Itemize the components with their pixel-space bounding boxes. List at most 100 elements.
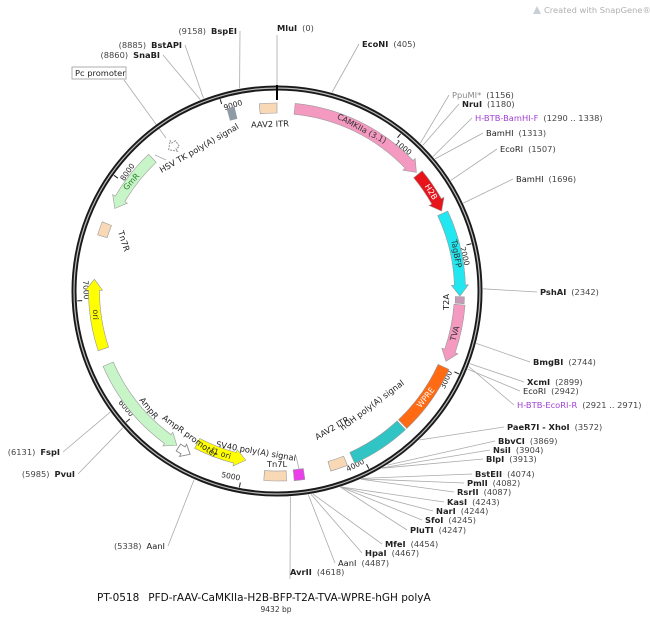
feature-label: Tn7L [266, 459, 288, 469]
feature-ori[interactable]: ori [84, 278, 109, 352]
site-position: (8885) [119, 40, 147, 50]
site-name: BamHI [516, 174, 544, 184]
feature-shape[interactable] [454, 296, 465, 305]
site-bamhi[interactable]: BamHI(1696) [516, 174, 576, 184]
site-pshai[interactable]: PshAI(2342) [540, 287, 599, 297]
tick-mark [397, 133, 401, 138]
site-leader-line [450, 148, 498, 181]
site-rsrii[interactable]: RsrII(4087) [457, 487, 511, 497]
site-pmli[interactable]: PmlI(4082) [467, 478, 520, 488]
site-name: AanI [338, 558, 356, 568]
site-name: H-BTB-BamHI-F [475, 113, 539, 123]
site-nrui[interactable]: NruI (1180) [462, 99, 515, 109]
feature-h2b[interactable]: H2B [413, 170, 445, 212]
site-h-btb-bamhi-f[interactable]: H-BTB-BamHI-F(1290 .. 1338) [475, 113, 603, 123]
feature-shape[interactable] [258, 102, 278, 115]
site-fspi[interactable]: (6131)FspI [8, 447, 60, 457]
site-avrii[interactable]: AvrII(4618) [290, 567, 344, 577]
feature-pc-promoter[interactable]: Pc promoter [71, 66, 180, 152]
feature-shape[interactable] [441, 303, 466, 362]
site-xcmi[interactable]: XcmI(2899) [527, 377, 583, 387]
site-sfoi[interactable]: SfoI(4245) [425, 515, 476, 525]
feature-shape[interactable] [413, 170, 445, 212]
site-leader-line [468, 366, 515, 406]
feature-tn7l[interactable]: Tn7L [263, 459, 288, 482]
feature-shape[interactable] [175, 443, 191, 458]
site-leader-line [387, 440, 496, 466]
site-bmgbi[interactable]: BmgBI(2744) [533, 357, 596, 367]
site-position: (4082) [493, 478, 521, 488]
feature-aav2-itr[interactable]: AAV2 ITR [251, 102, 289, 130]
feature-shape[interactable] [437, 210, 470, 297]
feature-wpre[interactable]: WPRE [398, 364, 450, 429]
plasmid-id: PT-0518 [97, 592, 139, 604]
site-position: (4244) [461, 506, 489, 516]
site-position: (3913) [509, 454, 537, 464]
site-name: PaeR7I - XhoI [507, 422, 570, 432]
site-position: (4487) [361, 558, 389, 568]
feature-shape[interactable] [194, 438, 247, 467]
watermark-text: Created with SnapGene® [544, 5, 650, 15]
feature-f1-ori[interactable]: f1 ori [194, 438, 247, 467]
site-leader-line [62, 411, 111, 453]
site-nsii[interactable]: NsiI(3904) [493, 445, 543, 455]
site-leader-line [331, 43, 360, 93]
site-bsteii[interactable]: BstEII(4074) [475, 469, 535, 479]
feature-shape[interactable] [112, 153, 157, 209]
site-mlui[interactable]: MluI(0) [277, 23, 314, 33]
plasmid-name: PFD-rAAV-CaMKIIa-H2B-BFP-T2A-TVA-WPRE-hG… [148, 592, 431, 604]
feature-label: Tn7R [116, 228, 132, 253]
feature-tn7r[interactable]: Tn7R [97, 221, 133, 253]
site-position: (4245) [448, 515, 476, 525]
site-paer7i-xhoi[interactable]: PaeR7I - XhoI(3572) [507, 422, 602, 432]
site-bamhi[interactable]: BamHI(1313) [486, 128, 546, 138]
feature-shape[interactable] [84, 278, 109, 352]
site-hpai[interactable]: HpaI(4467) [365, 548, 419, 558]
site-leader-line [463, 178, 514, 204]
feature-aav2-itr[interactable]: AAV2 ITR [313, 414, 351, 472]
site-pvui[interactable]: (5985)PvuI [22, 469, 75, 479]
feature-shape[interactable] [168, 139, 180, 152]
tick-label: 5000 [221, 470, 242, 482]
site-ppumi-[interactable]: PpuMI*(1156) [452, 90, 514, 100]
site-bbvci[interactable]: BbvCI(3869) [498, 436, 557, 446]
site-position: (2342) [571, 287, 599, 297]
site-nari[interactable]: NarI(4244) [436, 506, 488, 516]
feature-shape[interactable] [292, 468, 306, 482]
site-aani[interactable]: (5338)AanI [114, 541, 165, 551]
site-position: (3904) [516, 445, 544, 455]
feature-shape[interactable] [226, 106, 238, 121]
site-h-btb-ecori-r[interactable]: H-BTB-EcoRI-R(2921 .. 2971) [517, 400, 642, 410]
site-blpi[interactable]: BlpI (3913) [486, 454, 537, 464]
site-name: BlpI [486, 454, 504, 464]
site-bstapi[interactable]: (8885)BstAPI [119, 40, 182, 50]
site-name: BmgBI [533, 357, 563, 367]
feature-tagbfp[interactable]: TagBFP [437, 210, 470, 297]
site-pluti[interactable]: PluTI(4247) [410, 525, 466, 535]
site-kasi[interactable]: KasI(4243) [447, 497, 500, 507]
site-mfei[interactable]: MfeI(4454) [385, 539, 438, 549]
feature-shape[interactable] [349, 420, 406, 464]
site-ecori[interactable]: EcoRI(1507) [500, 144, 556, 154]
site-ecori[interactable]: EcoRI(2942) [523, 386, 579, 396]
feature-label: AAV2 ITR [251, 118, 289, 129]
feature-tva[interactable]: TVA [441, 303, 466, 362]
site-name: XcmI [527, 377, 550, 387]
feature-ampr[interactable]: AmpR [102, 361, 178, 447]
site-leader-line [312, 493, 383, 545]
feature-shape[interactable] [293, 103, 417, 173]
site-econi[interactable]: EcoNI(405) [362, 39, 416, 49]
feature-t2a[interactable]: T2A [441, 294, 465, 311]
site-aani[interactable]: AanI (4487) [338, 558, 389, 568]
feature-shape[interactable] [327, 455, 348, 472]
feature-shape[interactable] [263, 470, 287, 482]
site-bspei[interactable]: (9158)BspEI [178, 26, 237, 36]
feature-shape[interactable] [97, 221, 112, 239]
site-name: NruI [462, 99, 482, 109]
site-leader-line [432, 117, 473, 157]
feature-shape[interactable] [398, 364, 450, 429]
feature-shape[interactable] [102, 361, 178, 447]
site-position: (1180) [487, 99, 515, 109]
site-snabi[interactable]: (8860)SnaBI [101, 50, 161, 60]
site-position: (4467) [392, 548, 420, 558]
